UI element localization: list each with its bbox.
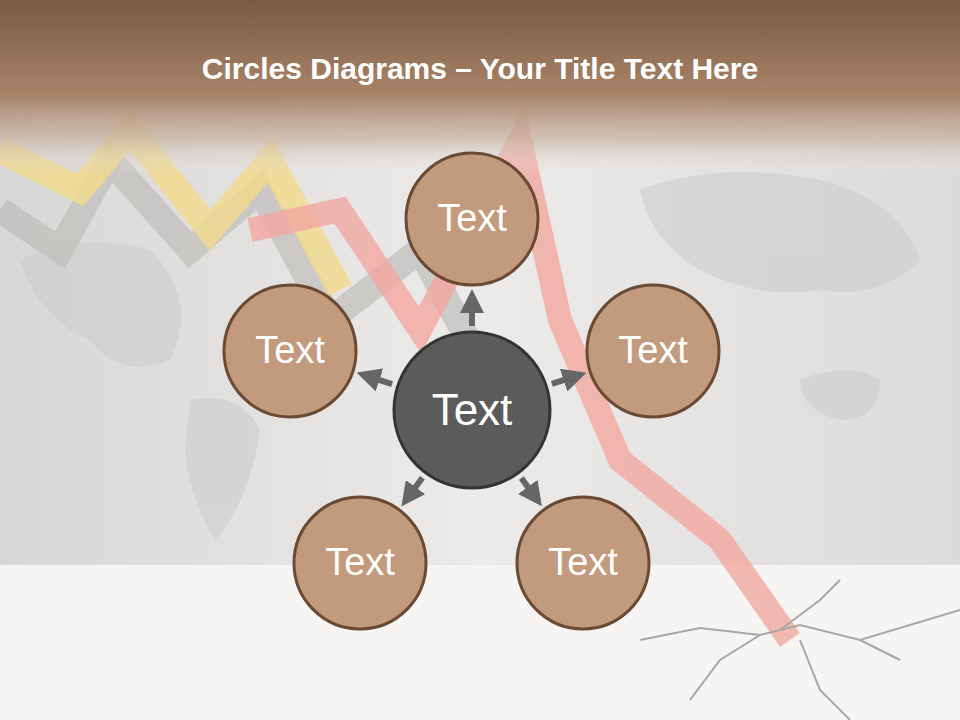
circle-label: Text (548, 542, 618, 584)
slide-title: Circles Diagrams – Your Title Text Here (0, 52, 960, 86)
circle-shape (587, 285, 719, 417)
circle-label: Text (618, 330, 688, 372)
outer-circle: Text (585, 283, 721, 419)
circle-label: Text (255, 330, 325, 372)
arrow-connector (521, 478, 535, 497)
outer-circle: Text (222, 283, 358, 419)
circle-shape (394, 332, 550, 488)
circle-shape (517, 497, 649, 629)
arrow-connector (469, 301, 475, 326)
floor (0, 565, 960, 720)
arrow-connector (408, 478, 422, 497)
circle-label: Text (437, 198, 507, 240)
outer-circle: Text (292, 495, 428, 631)
center-circle: Text (392, 330, 552, 490)
circle-label: Text (325, 542, 395, 584)
circle-shape (294, 497, 426, 629)
arrow-connector (368, 376, 392, 384)
outer-circle: Text (515, 495, 651, 631)
circle-shape (224, 285, 356, 417)
title-band (0, 0, 960, 175)
circle-label: Text (432, 386, 513, 434)
wall (0, 0, 960, 565)
floor-crack (640, 580, 960, 720)
outer-circle: Text (404, 151, 540, 287)
arrow-connector (552, 376, 575, 384)
circle-shape (406, 153, 538, 285)
